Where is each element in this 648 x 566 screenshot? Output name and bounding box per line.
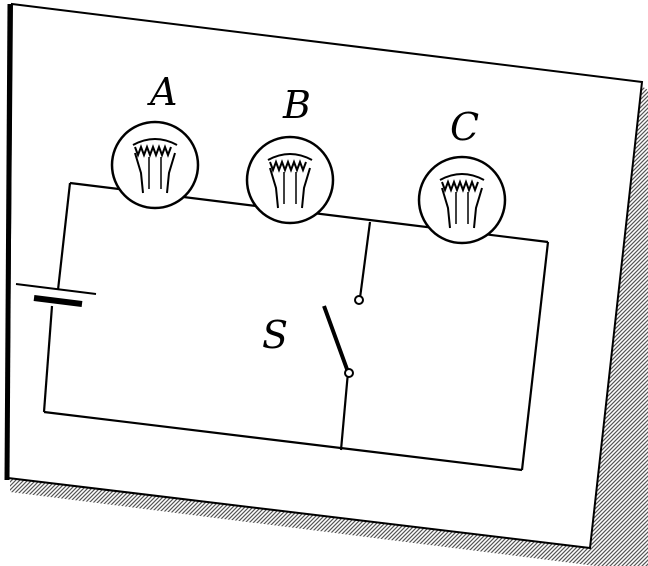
label-bulb-c: C bbox=[450, 105, 479, 149]
label-bulb-a: A bbox=[147, 70, 177, 114]
bulb-c bbox=[417, 155, 507, 245]
board-outline bbox=[6, 2, 644, 550]
bulb-b bbox=[245, 135, 335, 225]
board-left-edge bbox=[4, 3, 13, 481]
label-switch: S bbox=[262, 313, 288, 357]
bulb-a bbox=[110, 120, 200, 210]
switch bbox=[322, 295, 364, 378]
battery bbox=[15, 283, 97, 307]
label-bulb-b: B bbox=[282, 83, 311, 127]
